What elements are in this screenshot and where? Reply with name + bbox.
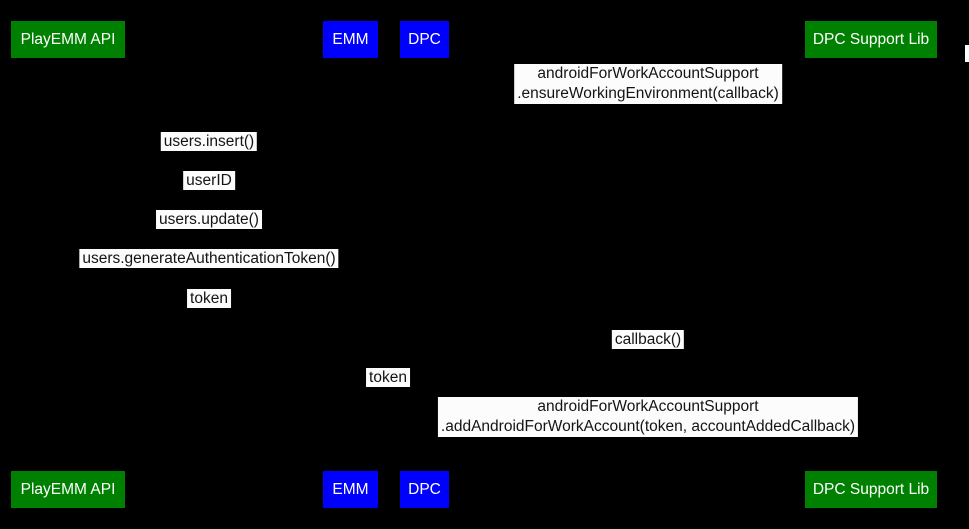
message-users-insert: users.insert() [160,132,258,151]
message-line: .addAndroidForWorkAccount(token, account… [440,418,856,435]
message-token-forward: token [366,368,410,387]
actor-dpc-top: DPC [400,21,449,58]
actor-dpc-support-lib-top: DPC Support Lib [805,21,937,58]
message-add-android-for-work-account: androidForWorkAccountSupport .addAndroid… [437,397,859,437]
actor-emm-bottom: EMM [323,471,378,508]
message-line: .ensureWorkingEnvironment(callback) [517,85,779,102]
message-callback: callback() [611,330,685,349]
message-ensure-working-environment: androidForWorkAccountSupport .ensureWork… [514,64,782,104]
message-generate-authentication-token: users.generateAuthenticationToken() [79,249,339,268]
message-token-response: token [187,289,231,308]
actor-playemm-api-top: PlayEMM API [11,21,125,58]
message-users-update: users.update() [156,210,262,229]
actor-playemm-api-bottom: PlayEMM API [11,471,125,508]
message-userid: userID [183,171,235,190]
actor-dpc-support-lib-bottom: DPC Support Lib [805,471,937,508]
scrollbar-thumb[interactable] [965,45,969,62]
message-line: androidForWorkAccountSupport [537,398,759,415]
actor-emm-top: EMM [323,21,378,58]
actor-dpc-bottom: DPC [400,471,449,508]
message-line: androidForWorkAccountSupport [537,65,759,82]
